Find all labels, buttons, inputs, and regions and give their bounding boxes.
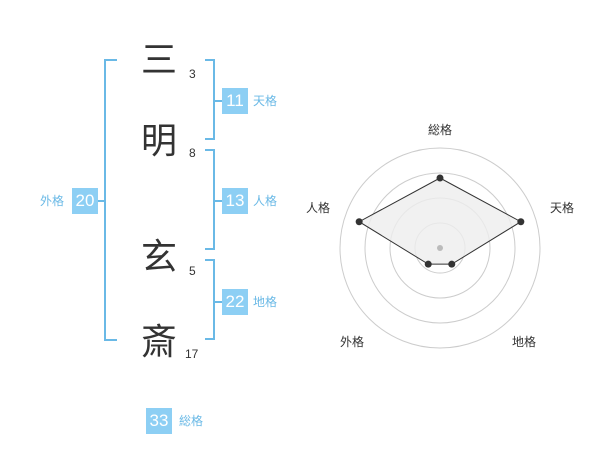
jinkaku-badge: 13 xyxy=(222,188,248,214)
stroke-count-4: 17 xyxy=(185,347,199,361)
tenkaku-badge: 11 xyxy=(222,88,248,114)
radar-label-soukaku: 総格 xyxy=(428,122,452,137)
chikaku-badge: 22 xyxy=(222,289,248,315)
name-char-2: 明 xyxy=(141,121,178,162)
radar-label-chikaku: 地格 xyxy=(512,334,536,349)
radar-label-gaikaku: 外格 xyxy=(340,334,364,349)
soukaku-badge: 33 xyxy=(146,408,172,434)
radar-point-chikaku xyxy=(448,260,456,268)
radar-label-jinkaku: 人格 xyxy=(306,200,330,215)
radar-point-jinkaku xyxy=(355,218,363,226)
tenkaku-label: 天格 xyxy=(253,94,278,108)
radar-ring xyxy=(339,147,541,349)
name-char-3: 玄 xyxy=(141,237,178,278)
radar-label-tenkaku: 天格 xyxy=(550,200,574,215)
stroke-count-1: 3 xyxy=(189,67,196,81)
radar-ring xyxy=(364,172,516,324)
radar-point-gaikaku xyxy=(424,260,432,268)
radar-center-dot xyxy=(437,245,443,251)
chikaku-label: 地格 xyxy=(253,295,278,309)
radar-polygon xyxy=(358,177,522,265)
jinkaku-label: 人格 xyxy=(253,194,278,208)
name-char-4: 斎 xyxy=(141,322,178,363)
soukaku-label: 総格 xyxy=(179,414,204,428)
radar-point-tenkaku xyxy=(517,218,525,226)
stroke-count-2: 8 xyxy=(189,146,196,160)
gaikaku-label: 外格 xyxy=(40,194,65,208)
gaikaku-badge: 20 xyxy=(72,188,98,214)
radar-point-soukaku xyxy=(436,174,444,182)
name-char-1: 三 xyxy=(141,40,178,81)
stroke-count-3: 5 xyxy=(189,264,196,278)
